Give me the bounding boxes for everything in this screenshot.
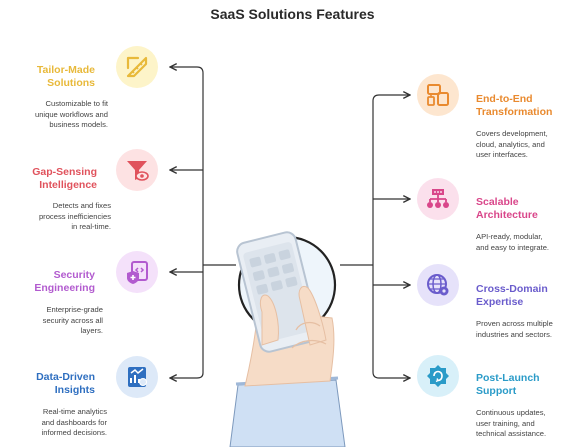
- globe-gear-icon: [427, 274, 449, 296]
- right-branch-1: [372, 95, 410, 102]
- feature-title-end-to-end: End-to-End Transformation: [476, 93, 553, 118]
- feature-icon-cross-domain: [417, 264, 459, 306]
- feature-title-security: Security Engineering: [34, 269, 95, 294]
- feature-desc-security: Enterprise-grade security across all lay…: [42, 305, 103, 335]
- feature-icon-security: [116, 251, 158, 293]
- feature-desc-data-driven: Real-time analytics and dashboards for i…: [41, 407, 107, 437]
- feature-title-gap-sensing: Gap-Sensing Intelligence: [32, 166, 97, 191]
- left-branch-4: [170, 372, 204, 378]
- analytics-report-icon: [128, 367, 147, 387]
- feature-title-post-launch: Post-Launch Support: [476, 372, 540, 397]
- feature-desc-gap-sensing: Detects and fixes process inefficiencies…: [38, 201, 111, 231]
- feature-title-scalable: Scalable Architecture: [476, 196, 538, 221]
- feature-title-data-driven: Data-Driven Insights: [36, 371, 95, 396]
- hand-phone-illustration: [229, 231, 346, 447]
- feature-title-cross-domain: Cross-Domain Expertise: [476, 283, 548, 308]
- feature-icon-tailor-made: [116, 46, 158, 88]
- feature-icon-post-launch: [417, 355, 459, 397]
- feature-desc-tailor-made: Customizable to fit unique workflows and…: [34, 99, 108, 129]
- building-network-icon: [427, 189, 449, 208]
- feature-icon-scalable: [417, 178, 459, 220]
- right-branch-4: [372, 371, 410, 378]
- feature-title-tailor-made: Tailor-Made Solutions: [36, 64, 95, 89]
- feature-desc-scalable: API-ready, modular, and easy to integrat…: [476, 232, 550, 252]
- feature-desc-post-launch: Continuous updates, user training, and t…: [476, 408, 547, 438]
- ruler-pencil-icon: [126, 56, 148, 78]
- feature-icon-gap-sensing: [116, 149, 158, 191]
- filter-eye-icon: [127, 161, 149, 181]
- feature-icon-data-driven: [116, 356, 158, 398]
- devices-icon: [427, 84, 449, 106]
- feature-icon-end-to-end: [417, 74, 459, 116]
- secure-code-icon: [127, 261, 148, 284]
- left-branch-1: [170, 67, 204, 74]
- feature-desc-cross-domain: Proven across multiple industries and se…: [476, 319, 553, 339]
- support-badge-icon: [427, 365, 449, 387]
- feature-desc-end-to-end: Covers development, cloud, analytics, an…: [476, 129, 548, 159]
- page-title: SaaS Solutions Features: [210, 6, 375, 22]
